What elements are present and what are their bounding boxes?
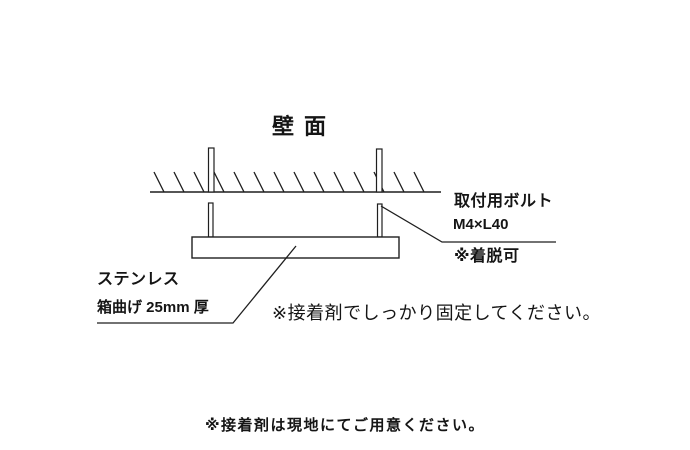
bolt-label-size: M4×L40 — [453, 216, 509, 233]
wall-hatching — [153, 171, 425, 193]
bolt-label-removable-note: ※着脱可 — [454, 248, 520, 265]
bolt-upper-right — [375, 148, 383, 193]
leader-line-bolt — [380, 205, 556, 243]
bolt-label-name: 取付用ボルト — [454, 193, 554, 210]
plate-label-thickness: 箱曲げ 25mm 厚 — [97, 299, 209, 316]
plate-label-material: ステンレス — [97, 271, 180, 288]
bolt-lower-right — [376, 203, 383, 238]
diagram-title: 壁 面 — [271, 114, 329, 139]
bolt-upper-left — [207, 147, 215, 193]
adhesive-onsite-note: ※接着剤は現地にてご用意ください。 — [204, 417, 486, 434]
leader-line-plate — [97, 245, 297, 324]
adhesive-fixing-note: ※接着剤でしっかり固定してください。 — [272, 303, 602, 323]
bolt-lower-left — [207, 202, 214, 238]
